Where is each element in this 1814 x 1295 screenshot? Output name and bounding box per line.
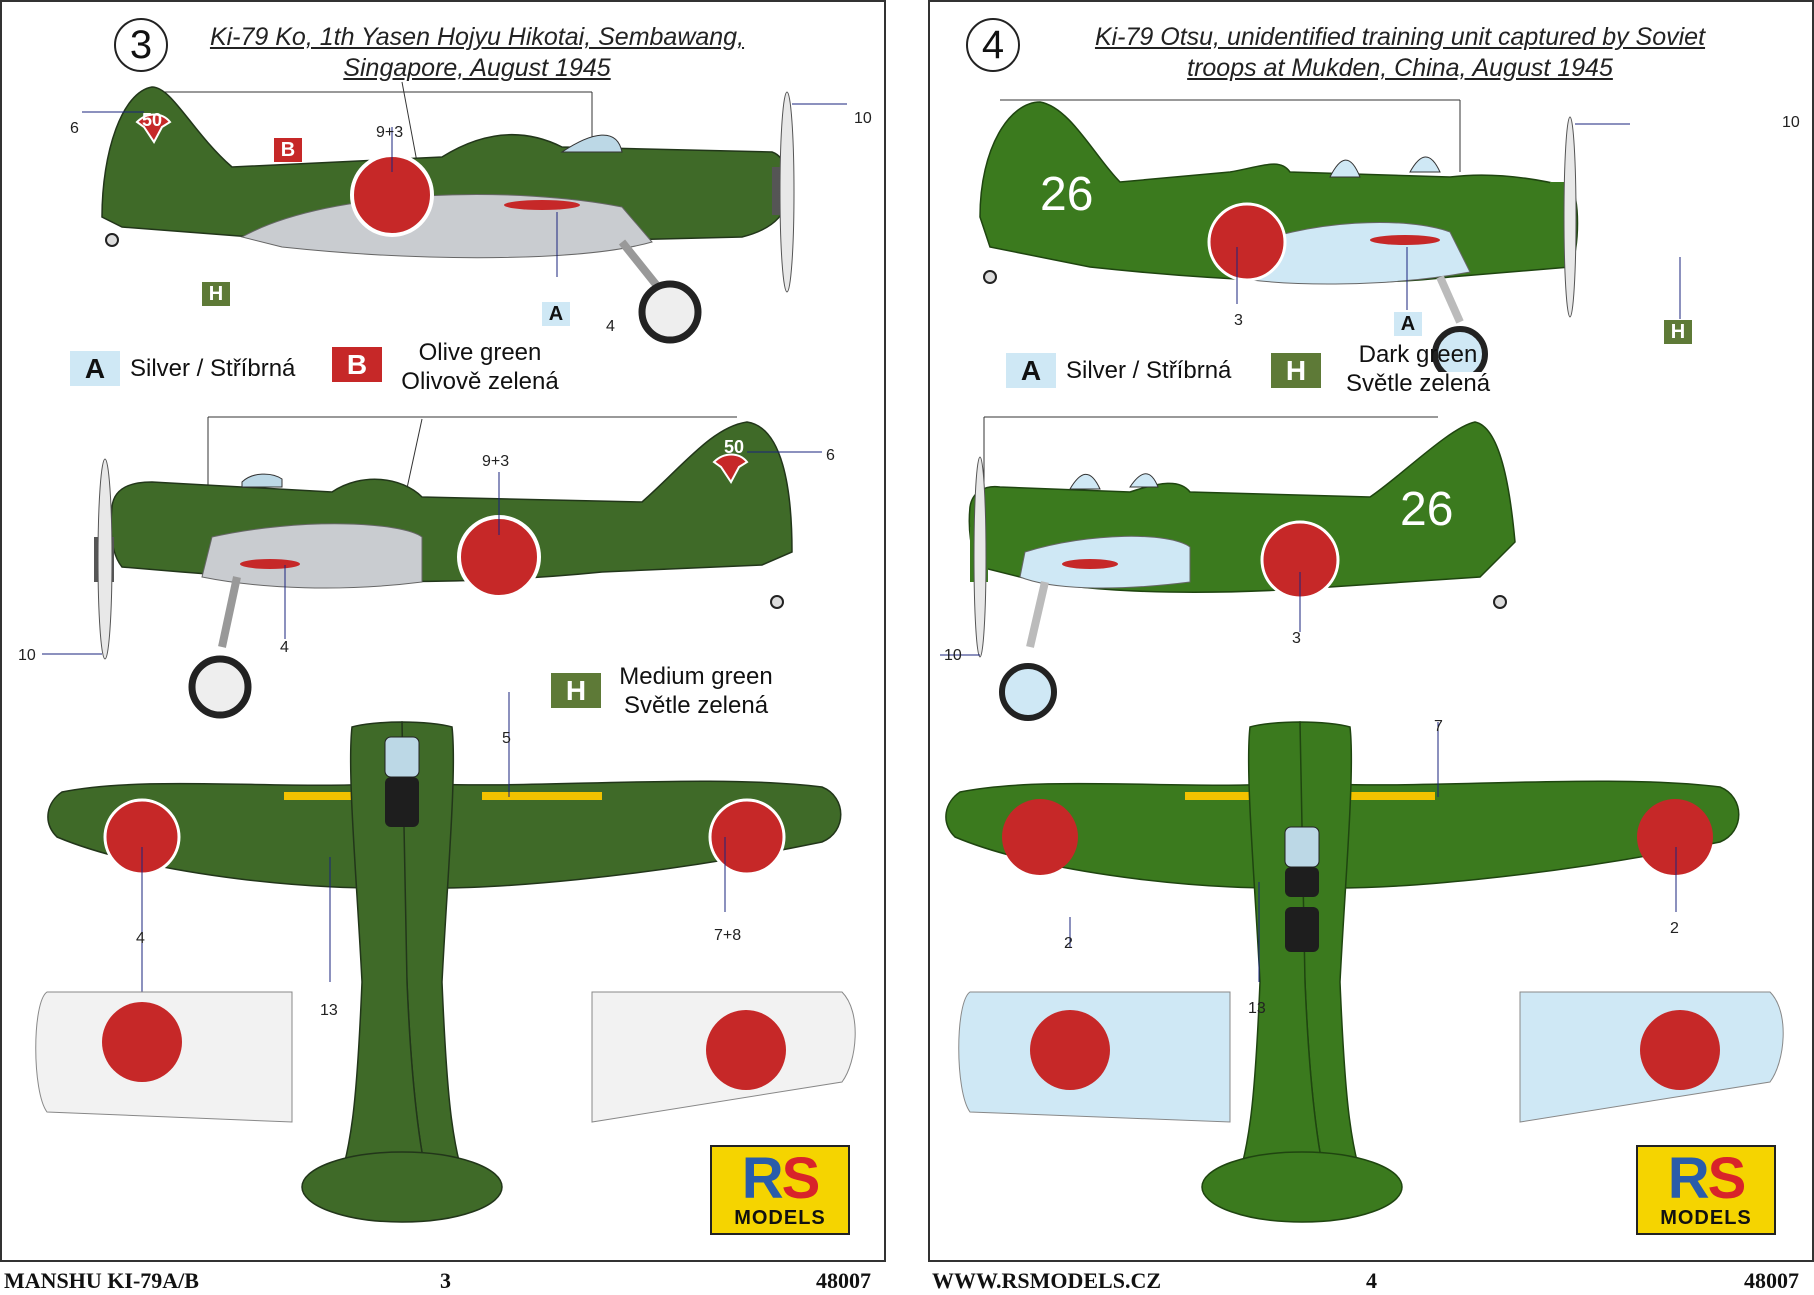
tail-number: 26 [1040, 168, 1094, 221]
callout-7-8: 7+8 [714, 927, 742, 944]
side-view-right-profile [979, 99, 1681, 372]
callout-4-mid: 4 [280, 639, 289, 656]
footer-left-page-number: 3 [440, 1268, 451, 1293]
footer-left-title: MANSHU KI-79A/B [4, 1268, 199, 1293]
callout-6: 6 [70, 120, 79, 137]
title-line-1: Ki-79 Ko, 1th Yasen Hojyu Hikotai, Semba… [209, 23, 745, 51]
callout-13: 13 [320, 1002, 338, 1019]
callout-3: 3 [1234, 312, 1243, 329]
legend-h-line-2: Světle zelená [623, 692, 769, 719]
callout-9-3: 9+3 [376, 124, 404, 141]
paint-code-a-box: A [1394, 312, 1422, 336]
page-4-panel: 4 Ki-79 Otsu, unidentified training unit… [928, 0, 1814, 1262]
legend-b-swatch: B [332, 347, 382, 382]
legend-h-swatch: H [1271, 353, 1321, 388]
callout-13: 13 [1248, 1000, 1266, 1017]
side-view-left-profile [940, 416, 1516, 721]
title-line-2: Singapore, August 1945 [343, 54, 611, 82]
callout-6-mid: 6 [826, 447, 835, 464]
legend-h-label: Dark green Světle zelená [1328, 340, 1508, 398]
paint-code-a-box: A [542, 302, 570, 326]
callout-10: 10 [854, 110, 872, 127]
scheme-title: Ki-79 Ko, 1th Yasen Hojyu Hikotai, Semba… [152, 22, 802, 84]
page-3-panel: 3 Ki-79 Ko, 1th Yasen Hojyu Hikotai, Sem… [0, 0, 886, 1262]
side-view-left-profile [42, 416, 822, 719]
callout-2-wing: 2 [1670, 920, 1679, 937]
tail-number: 50 [142, 110, 163, 130]
callout-10: 10 [1782, 114, 1800, 131]
title-line-1: Ki-79 Otsu, unidentified training unit c… [1094, 23, 1706, 51]
footer-left-code: 48007 [816, 1268, 871, 1293]
legend-a-label: Silver / Stříbrná [130, 355, 296, 382]
callout-3-mid: 3 [1292, 630, 1301, 647]
legend-h-line-2: Světle zelená [1345, 370, 1491, 397]
legend-b-line-2: Olivově zelená [401, 368, 559, 395]
legend-h-line-1: Dark green [1358, 341, 1478, 368]
footer-right-page-number: 4 [1366, 1268, 1377, 1293]
plan-view-top [945, 721, 1784, 1223]
callout-5: 5 [502, 730, 511, 747]
legend-h-label: Medium green Světle zelená [606, 662, 786, 720]
scheme-title: Ki-79 Otsu, unidentified training unit c… [1010, 22, 1790, 84]
title-line-2: troops at Mukden, China, August 1945 [1187, 54, 1613, 82]
callout-2-under: 2 [1064, 935, 1073, 952]
rs-models-logo: RS MODELS [710, 1145, 850, 1235]
scheme-number: 3 [114, 18, 168, 72]
callout-10-mid: 10 [944, 647, 962, 664]
callout-10-mid: 10 [18, 647, 36, 664]
legend-a-swatch: A [1006, 353, 1056, 388]
tail-number-mid: 50 [724, 437, 745, 457]
scheme-number: 4 [966, 18, 1020, 72]
footer-right-url: WWW.RSMODELS.CZ [932, 1268, 1162, 1293]
side-view-right-profile [82, 81, 847, 344]
callout-7: 7 [1434, 718, 1443, 735]
plan-view-top [35, 692, 856, 1223]
legend-b-line-1: Olive green [418, 339, 542, 366]
callout-4-under: 4 [136, 930, 145, 947]
tail-number-mid: 26 [1400, 483, 1454, 536]
rs-models-logo: RS MODELS [1636, 1145, 1776, 1235]
legend-b-label: Olive green Olivově zelená [390, 338, 570, 396]
paint-code-b-box: B [274, 138, 302, 162]
paint-code-h-box: H [202, 282, 230, 306]
callout-9-3-mid: 9+3 [482, 453, 510, 470]
legend-a-label: Silver / Stříbrná [1066, 357, 1232, 384]
legend-a-swatch: A [70, 351, 120, 386]
callout-4: 4 [606, 318, 615, 335]
paint-code-h-box: H [1664, 320, 1692, 344]
legend-h-line-1: Medium green [619, 663, 773, 690]
footer-right-code: 48007 [1744, 1268, 1799, 1293]
legend-h-swatch: H [551, 673, 601, 708]
